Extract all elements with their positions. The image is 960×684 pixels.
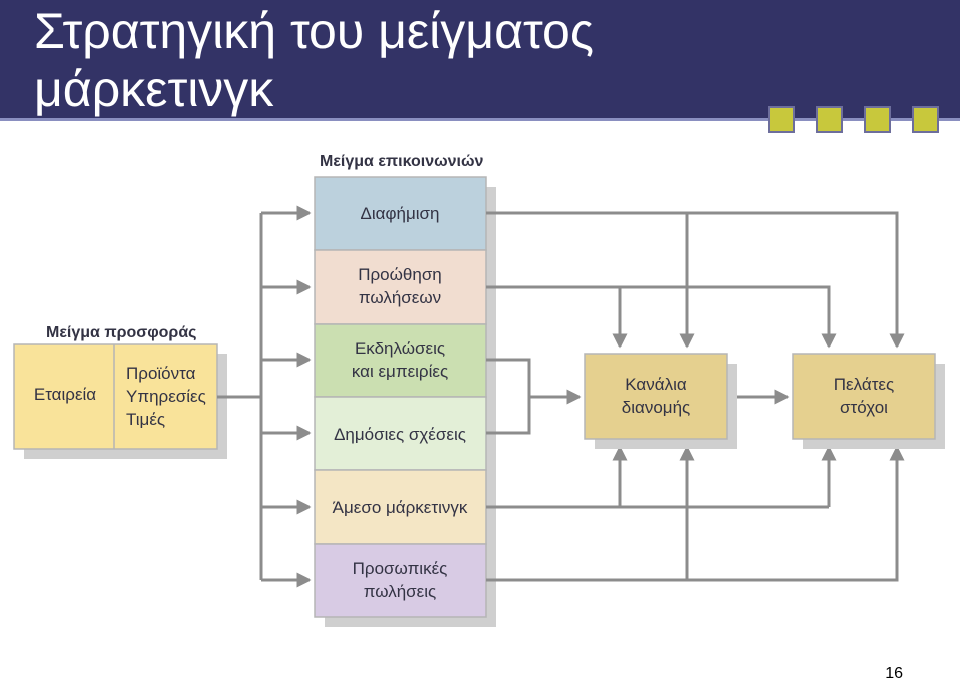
offer-mix-heading: Μείγμα προσφοράς — [46, 324, 196, 341]
offer-mix-box — [13, 343, 218, 450]
page-number: 16 — [885, 665, 903, 682]
direct-marketing-label: Άμεσο μάρκετινγκ — [333, 498, 468, 517]
header-divider — [0, 118, 960, 121]
advertising-label: Διαφήμιση — [361, 204, 440, 223]
decorative-square — [816, 106, 843, 133]
slide-title: Στρατηγική του μείγματος μάρκετινγκ — [34, 2, 594, 118]
personal-selling-label-line-2: πωλήσεις — [364, 582, 436, 601]
sales-promotion-label-line-2: πωλήσεων — [359, 288, 441, 307]
public-relations-label: Δημόσιες σχέσεις — [334, 425, 466, 444]
events-label-line-1: Εκδηλώσεις — [355, 339, 445, 358]
events-label-line-2: και εμπειρίες — [352, 362, 448, 381]
target-customers-box — [792, 353, 936, 440]
sales-promotion-box — [314, 249, 487, 325]
offer-item-products: Προϊόντα — [126, 364, 196, 383]
customers-label-line-1: Πελάτες — [834, 375, 894, 394]
channels-label-line-2: διανομής — [622, 398, 690, 417]
distribution-channels-box — [584, 353, 728, 440]
events-experiences-box — [314, 323, 487, 398]
communication-mix-heading: Μείγμα επικοινωνιών — [320, 153, 484, 170]
sales-promotion-label-line-1: Προώθηση — [358, 265, 442, 284]
decorative-square — [864, 106, 891, 133]
customers-label-line-2: στόχοι — [840, 398, 888, 417]
decorative-square — [912, 106, 939, 133]
offer-to-communication-connectors — [217, 205, 312, 588]
communication-to-channels-connectors — [486, 211, 905, 582]
slide-title-line-2: μάρκετινγκ — [34, 61, 274, 117]
offer-item-prices: Τιμές — [126, 410, 165, 429]
slide-header — [0, 0, 960, 118]
personal-selling-box — [314, 543, 487, 618]
public-relations-box — [314, 396, 487, 471]
offer-company-label: Εταιρεία — [34, 385, 96, 404]
slide-title-line-1: Στρατηγική του μείγματος — [34, 3, 594, 59]
direct-marketing-box — [314, 469, 487, 545]
communication-mix-column: Διαφήμιση Προώθηση πωλήσεων Εκδηλώσεις κ… — [314, 176, 487, 618]
personal-selling-label-line-1: Προσωπικές — [353, 559, 448, 578]
offer-item-services: Υπηρεσίες — [126, 387, 206, 406]
channels-label-line-1: Κανάλια — [625, 375, 687, 394]
decorative-square — [768, 106, 795, 133]
